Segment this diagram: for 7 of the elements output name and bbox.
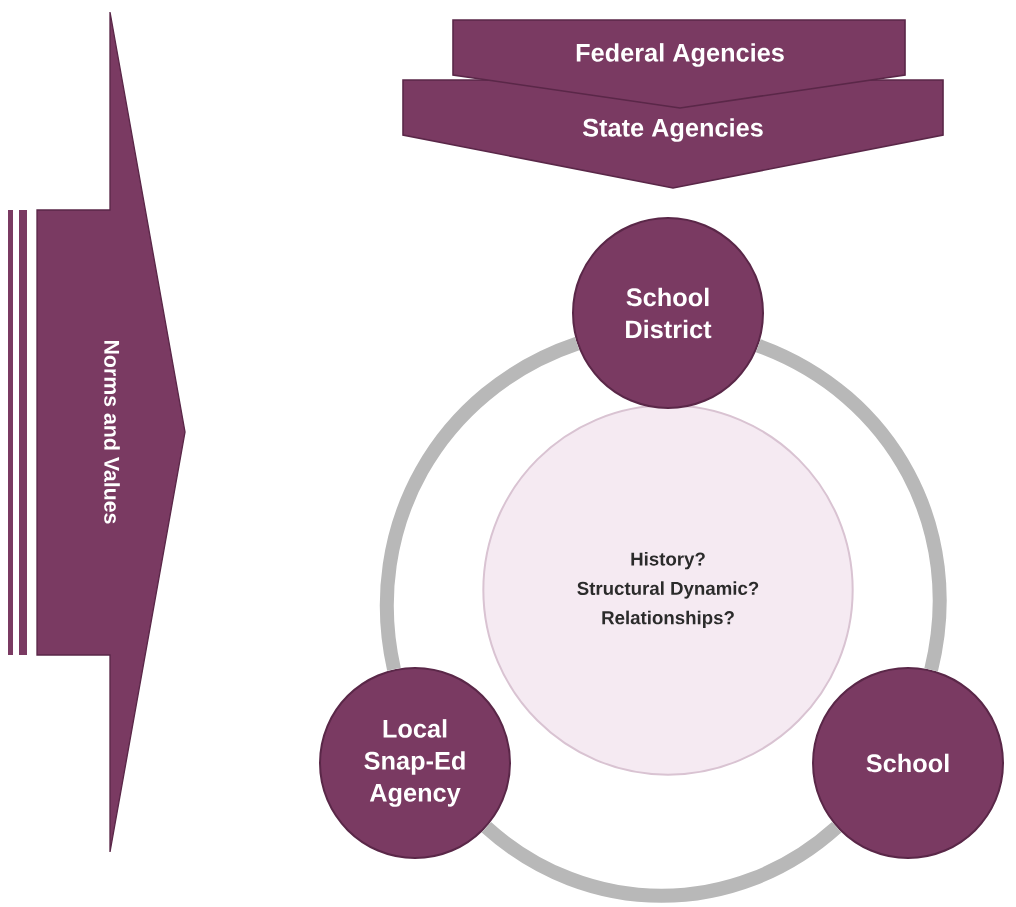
ring-segment: [755, 339, 947, 672]
circle-node: School: [812, 667, 1004, 859]
ring-segment: [481, 821, 842, 903]
chevron-banner: Federal Agencies: [452, 19, 906, 109]
ring-segment: [379, 337, 580, 671]
circle-node: Local Snap-Ed Agency: [319, 667, 511, 859]
circle-node: School District: [572, 217, 764, 409]
